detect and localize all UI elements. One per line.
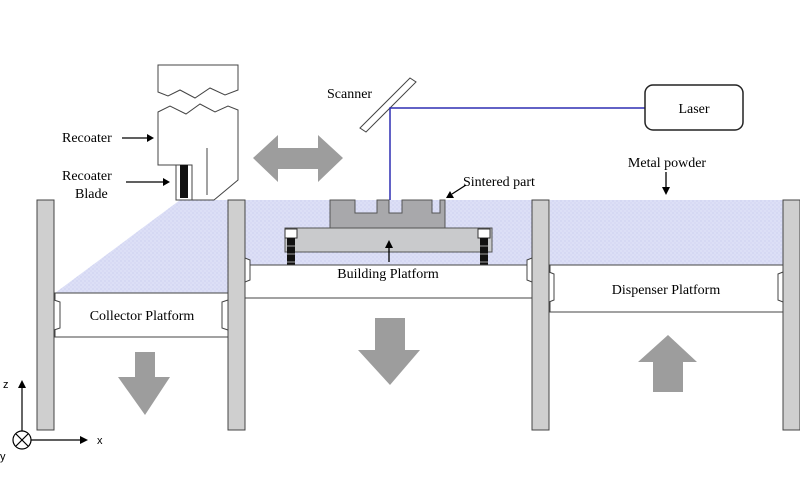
collector-platform-label: Collector Platform (90, 309, 195, 324)
scanner-label: Scanner (327, 87, 372, 102)
recoater-blade-label-line2: Blade (75, 187, 108, 202)
axis-x-label: x (97, 435, 103, 447)
axis-y-label: y (0, 451, 6, 463)
arrow-up-icon (638, 335, 697, 392)
recoater-blade-label-line1: Recoater (62, 169, 112, 184)
metal-powder-label: Metal powder (628, 156, 706, 171)
laser-beam (389, 107, 645, 200)
building-platform-label: Building Platform (337, 267, 439, 282)
dispenser-platform-label: Dispenser Platform (612, 283, 721, 298)
laser-box (644, 84, 744, 131)
axis-y-into-page-icon (12, 430, 32, 450)
sintered-part-label: Sintered part (463, 175, 535, 190)
arrow-down-icon (118, 352, 170, 415)
scanner-mirror (359, 77, 417, 133)
double-arrow-icon (253, 135, 343, 182)
recoater-blade (180, 165, 188, 198)
recoater-label: Recoater (62, 131, 112, 146)
laser-label: Laser (678, 102, 709, 117)
dispenser-powder (550, 200, 783, 265)
collector-powder (55, 200, 230, 293)
chamber-walls (36, 199, 800, 431)
axis-z-label: z (3, 379, 9, 391)
arrow-down-icon (358, 318, 420, 385)
label-pointers (122, 134, 670, 262)
recoater (157, 64, 239, 201)
sintered-part (329, 199, 446, 229)
wall-seals (53, 257, 784, 331)
